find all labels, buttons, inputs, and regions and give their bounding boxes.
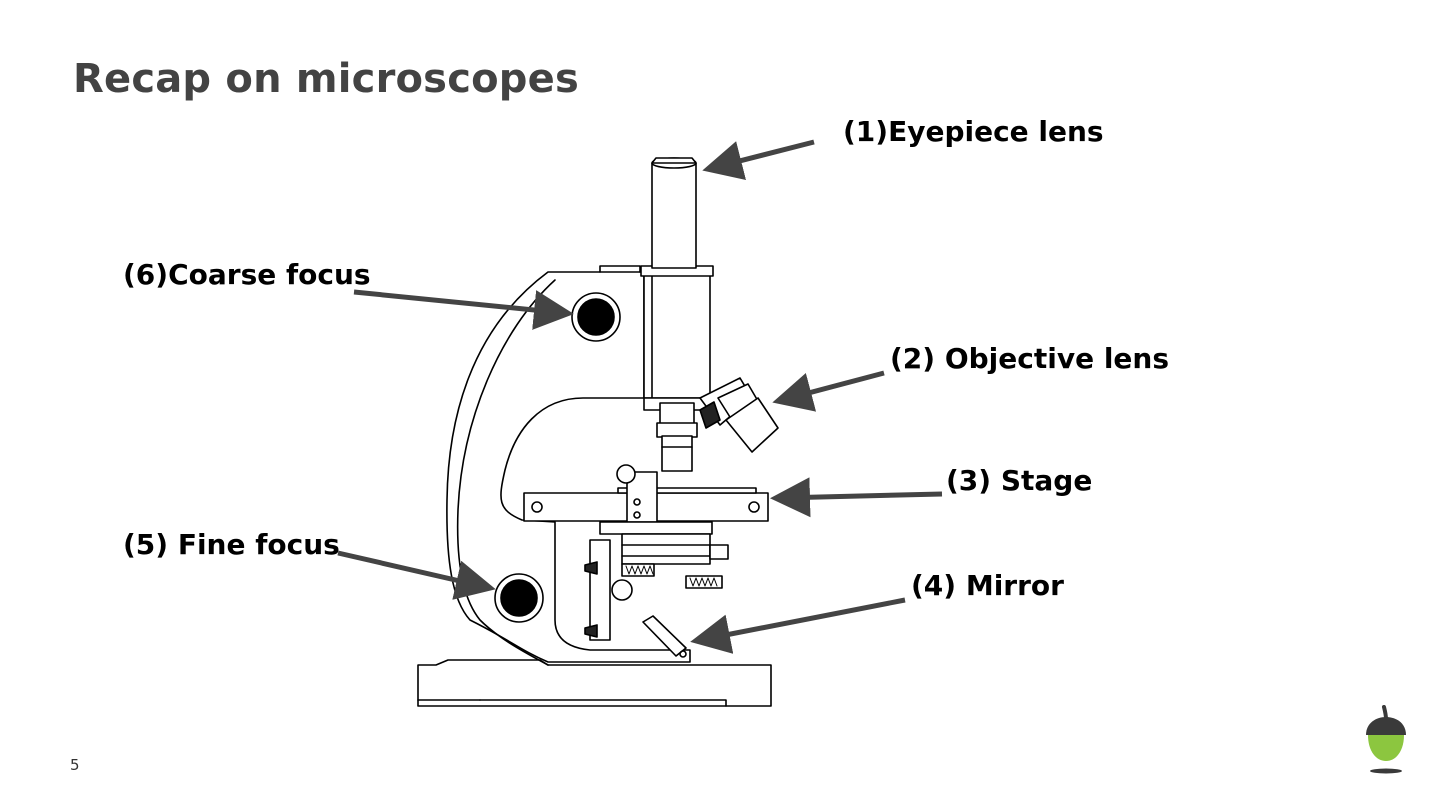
label-coarse-focus: (6)Coarse focus (123, 258, 371, 291)
microscope-body-tube (640, 265, 714, 399)
page-title: Recap on microscopes (73, 56, 579, 102)
microscope-arm (446, 265, 691, 666)
arrow-fine-focus (337, 550, 496, 600)
label-eyepiece-lens: (1)Eyepiece lens (843, 115, 1104, 148)
arrow-coarse-focus (353, 289, 574, 330)
label-fine-focus: (5) Fine focus (123, 528, 340, 561)
page-number: 5 (70, 756, 80, 774)
arrow-stage (770, 477, 943, 518)
arrow-mirror (690, 597, 906, 654)
substage-drawing (584, 521, 729, 641)
eyepiece-drawing (651, 157, 697, 269)
acorn-logo-icon (1366, 705, 1406, 774)
objective-drawing (643, 377, 779, 472)
label-objective-lens: (2) Objective lens (890, 342, 1170, 375)
label-stage: (3) Stage (946, 464, 1093, 497)
arrow-objective (772, 370, 885, 412)
arrow-eyepiece (702, 139, 815, 180)
label-mirror: (4) Mirror (911, 569, 1064, 602)
mirror-drawing (642, 615, 687, 658)
fine-focus-knob-drawing (494, 573, 544, 623)
stage-drawing (523, 464, 769, 523)
